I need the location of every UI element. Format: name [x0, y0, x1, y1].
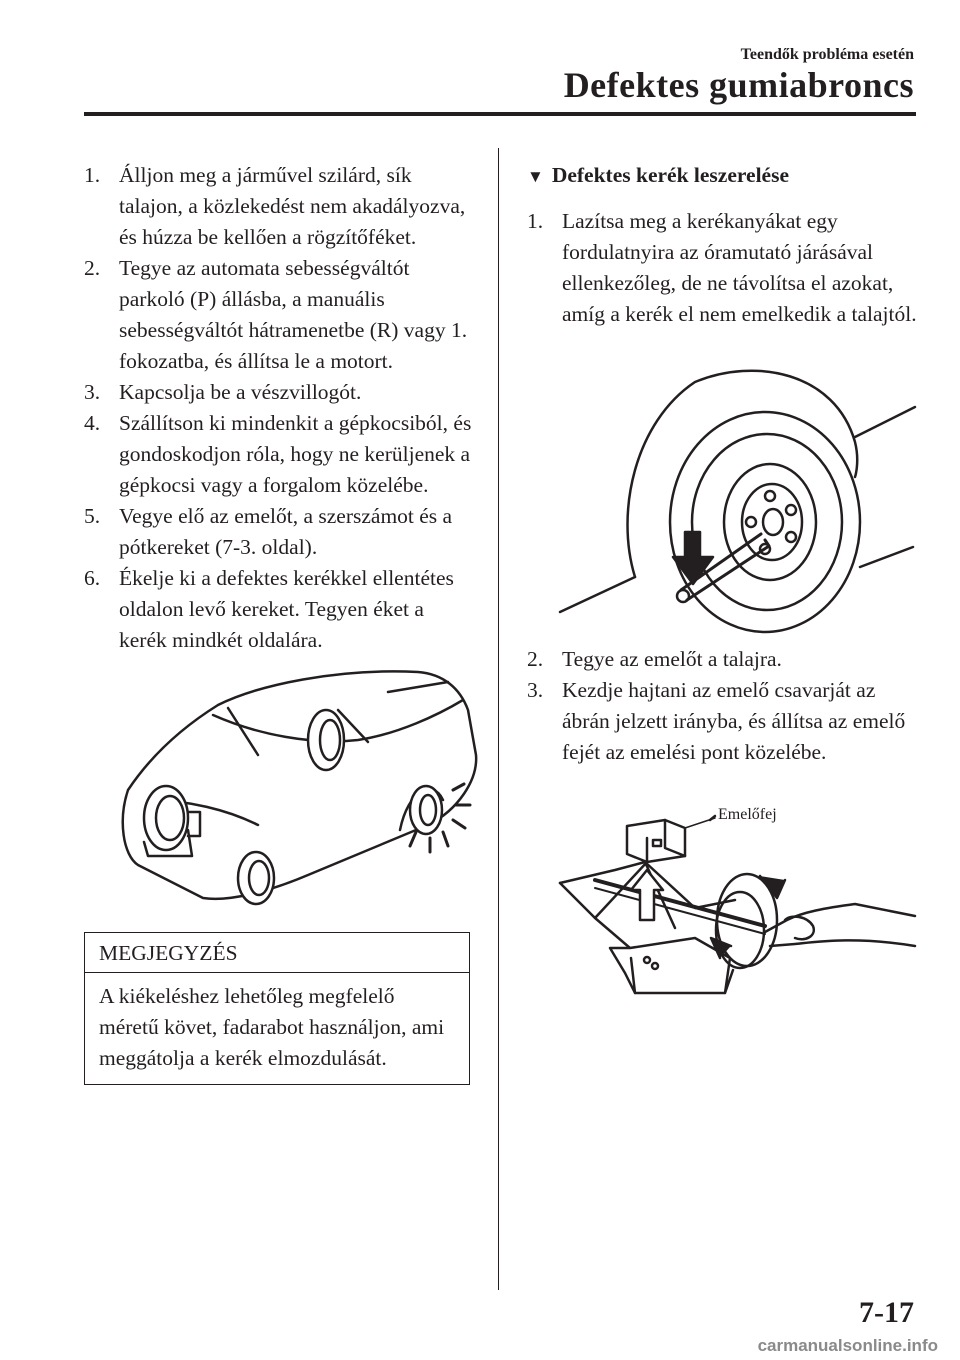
car-chock-illustration: [121, 670, 478, 906]
jack-illustration: [558, 814, 917, 995]
step-number: 1.: [84, 163, 101, 187]
right-column: ▼ Defektes kerék leszerelése 1. Lazítsa me…: [527, 160, 919, 330]
list-item: 1. Lazítsa meg a kerékanyákat egy fordula…: [527, 206, 919, 330]
list-item: 2. Tegye az automata sebességváltót parko…: [84, 253, 476, 377]
left-step-list: 1. Álljon meg a járművel szilárd, sík tal…: [84, 160, 476, 656]
section-subtitle: Teendők probléma esetén: [740, 46, 914, 63]
step-number: 4.: [84, 411, 101, 435]
wheel-wrench-illustration: [558, 369, 917, 634]
triangle-marker-icon: ▼: [527, 167, 544, 186]
step-number: 3.: [527, 678, 544, 702]
list-item: 3. Kezdje hajtani az emelő csavarját az á…: [527, 675, 919, 768]
page-number: 7-17: [859, 1296, 914, 1329]
step-text: Tegye az emelőt a talajra.: [562, 647, 782, 671]
step-text: Szállítson ki mindenkit a gépkocsiból, é…: [119, 411, 472, 497]
note-text: A kiékeléshez lehetőleg megfelelő méretű…: [99, 984, 445, 1070]
list-item: 2. Tegye az emelőt a talajra.: [527, 644, 919, 675]
step-text: Vegye elő az emelőt, a szerszámot és a p…: [119, 504, 453, 559]
jack-head-callout: Emelőfej: [718, 806, 777, 823]
list-item: 5. Vegye elő az emelőt, a szerszámot és a…: [84, 501, 476, 563]
watermark: carmanualsonline.info: [757, 1336, 938, 1355]
step-number: 2.: [84, 256, 101, 280]
step-number: 3.: [84, 380, 101, 404]
step-text: Ékelje ki a defektes kerékkel ellentétes…: [119, 566, 454, 652]
step-text: Lazítsa meg a kerékanyákat egy fordulatn…: [562, 209, 917, 326]
section-heading-text: Defektes kerék leszerelése: [551, 163, 790, 187]
step-text: Kezdje hajtani az emelő csavarját az ábr…: [562, 678, 906, 764]
list-item: 4. Szállítson ki mindenkit a gépkocsiból,…: [84, 408, 476, 501]
step-text: Kapcsolja be a vészvillogót.: [119, 380, 362, 404]
step-number: 1.: [527, 209, 544, 233]
section-heading: ▼ Defektes kerék leszerelése: [527, 160, 919, 192]
list-item: 3. Kapcsolja be a vészvillogót.: [84, 377, 476, 408]
right-step-list-b: 2. Tegye az emelőt a talajra. 3. Kezdje ha…: [527, 644, 919, 768]
column-divider: [498, 148, 499, 1290]
list-item: 1. Álljon meg a járművel szilárd, sík tal…: [84, 160, 476, 253]
step-number: 5.: [84, 504, 101, 528]
right-step-list-a: 1. Lazítsa meg a kerékanyákat egy fordula…: [527, 206, 919, 330]
page-title: Defektes gumiabroncs: [563, 65, 914, 105]
left-column: 1. Álljon meg a járművel szilárd, sík tal…: [84, 160, 476, 656]
step-text: Álljon meg a járművel szilárd, sík talaj…: [119, 163, 466, 249]
step-number: 6.: [84, 566, 101, 590]
right-column-continued: 2. Tegye az emelőt a talajra. 3. Kezdje ha…: [527, 644, 919, 768]
step-text: Tegye az automata sebességváltót parkoló…: [119, 256, 468, 373]
header-rule: [84, 112, 916, 116]
step-number: 2.: [527, 647, 544, 671]
note-box: MEGJEGYZÉS A kiékeléshez lehetőleg megfe…: [84, 932, 470, 1085]
note-heading: MEGJEGYZÉS: [85, 933, 469, 973]
list-item: 6. Ékelje ki a defektes kerékkel ellentét…: [84, 563, 476, 656]
